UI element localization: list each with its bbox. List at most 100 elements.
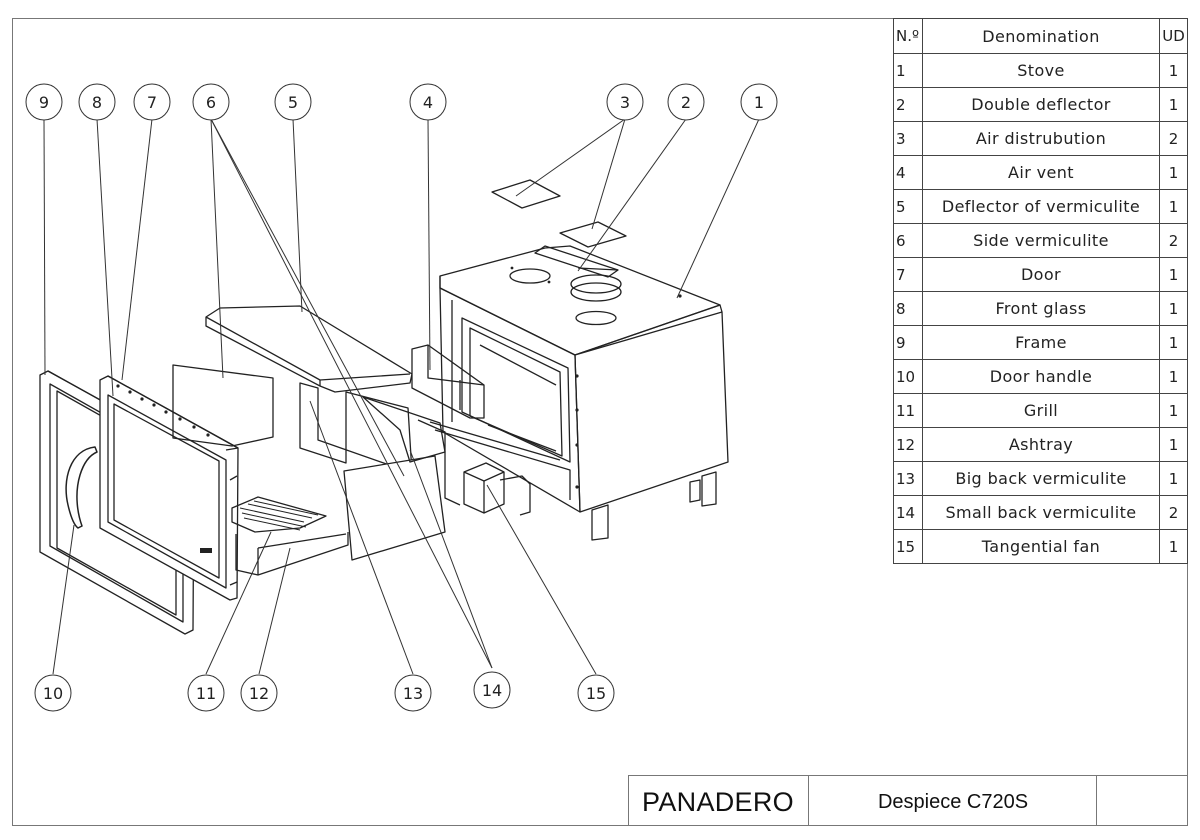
part-side-vermiculite-left xyxy=(172,364,274,447)
header-number: N.º xyxy=(893,18,923,54)
svg-text:2: 2 xyxy=(681,93,691,112)
part-deflector-vermiculite xyxy=(205,305,413,393)
svg-text:4: 4 xyxy=(423,93,433,112)
row-units: 1 xyxy=(1159,427,1188,462)
row-denomination: Big back vermiculite xyxy=(922,461,1160,496)
svg-text:11: 11 xyxy=(196,684,216,703)
header-denomination: Denomination xyxy=(922,18,1160,54)
callout-5: 5 xyxy=(274,83,312,121)
row-number: 15 xyxy=(893,529,923,564)
callout-9: 9 xyxy=(25,83,63,121)
part-big-back-vermiculite xyxy=(299,382,413,474)
row-units: 1 xyxy=(1159,529,1188,564)
svg-text:8: 8 xyxy=(92,93,102,112)
title-block: PANADERO Despiece C720S xyxy=(628,775,1188,826)
row-number: 2 xyxy=(893,87,923,122)
row-denomination: Deflector of vermiculite xyxy=(922,189,1160,224)
leader-lines xyxy=(43,118,760,675)
part-air-distribution-1 xyxy=(491,179,561,209)
row-units: 1 xyxy=(1159,461,1188,496)
part-lower-rail xyxy=(417,419,571,506)
row-number: 14 xyxy=(893,495,923,530)
row-units: 1 xyxy=(1159,189,1188,224)
svg-text:12: 12 xyxy=(249,684,269,703)
row-number: 13 xyxy=(893,461,923,496)
row-denomination: Tangential fan xyxy=(922,529,1160,564)
part-grill xyxy=(231,496,327,533)
row-denomination: Air distrubution xyxy=(922,121,1160,156)
callout-12: 12 xyxy=(240,674,278,712)
svg-text:10: 10 xyxy=(43,684,63,703)
svg-text:14: 14 xyxy=(482,681,502,700)
row-denomination: Small back vermiculite xyxy=(922,495,1160,530)
callout-2: 2 xyxy=(667,83,705,121)
row-number: 11 xyxy=(893,393,923,428)
svg-text:13: 13 xyxy=(403,684,423,703)
row-units: 2 xyxy=(1159,121,1188,156)
row-number: 1 xyxy=(893,53,923,88)
row-denomination: Ashtray xyxy=(922,427,1160,462)
part-tangential-fan xyxy=(463,462,531,516)
callout-3: 3 xyxy=(606,83,644,121)
callout-10: 10 xyxy=(34,674,72,712)
row-denomination: Frame xyxy=(922,325,1160,360)
svg-text:1: 1 xyxy=(754,93,764,112)
callout-13: 13 xyxy=(394,674,432,712)
row-units: 1 xyxy=(1159,291,1188,326)
callout-1: 1 xyxy=(740,83,778,121)
row-units: 1 xyxy=(1159,53,1188,88)
callout-6: 6 xyxy=(192,83,230,121)
row-denomination: Grill xyxy=(922,393,1160,428)
svg-text:3: 3 xyxy=(620,93,630,112)
row-units: 1 xyxy=(1159,87,1188,122)
svg-text:9: 9 xyxy=(39,93,49,112)
svg-text:5: 5 xyxy=(288,93,298,112)
row-denomination: Double deflector xyxy=(922,87,1160,122)
row-number: 8 xyxy=(893,291,923,326)
drawing-title: Despiece C720S xyxy=(877,791,1029,813)
header-units: UD xyxy=(1159,18,1188,54)
callout-bubbles: 9 8 7 6 5 4 3 2 1 10 11 12 13 14 15 xyxy=(25,83,778,712)
row-number: 12 xyxy=(893,427,923,462)
part-air-distribution-2 xyxy=(559,221,627,248)
callout-4: 4 xyxy=(409,83,447,121)
callout-14: 14 xyxy=(473,671,511,709)
row-denomination: Air vent xyxy=(922,155,1160,190)
part-side-vermiculite-right xyxy=(362,396,446,463)
row-denomination: Door xyxy=(922,257,1160,292)
row-units: 1 xyxy=(1159,393,1188,428)
callout-7: 7 xyxy=(133,83,171,121)
part-door xyxy=(99,375,239,601)
row-denomination: Door handle xyxy=(922,359,1160,394)
row-denomination: Side vermiculite xyxy=(922,223,1160,258)
svg-text:6: 6 xyxy=(206,93,216,112)
row-number: 6 xyxy=(893,223,923,258)
parts-table-header: N.º Denomination UD xyxy=(893,18,1188,54)
row-number: 3 xyxy=(893,121,923,156)
brand-name: PANADERO xyxy=(642,787,794,817)
row-denomination: Stove xyxy=(922,53,1160,88)
part-door-handle xyxy=(65,446,98,529)
svg-text:15: 15 xyxy=(586,684,606,703)
part-small-back-vermiculite xyxy=(343,455,446,561)
row-denomination: Front glass xyxy=(922,291,1160,326)
row-units: 2 xyxy=(1159,495,1188,530)
row-number: 9 xyxy=(893,325,923,360)
callout-8: 8 xyxy=(78,83,116,121)
